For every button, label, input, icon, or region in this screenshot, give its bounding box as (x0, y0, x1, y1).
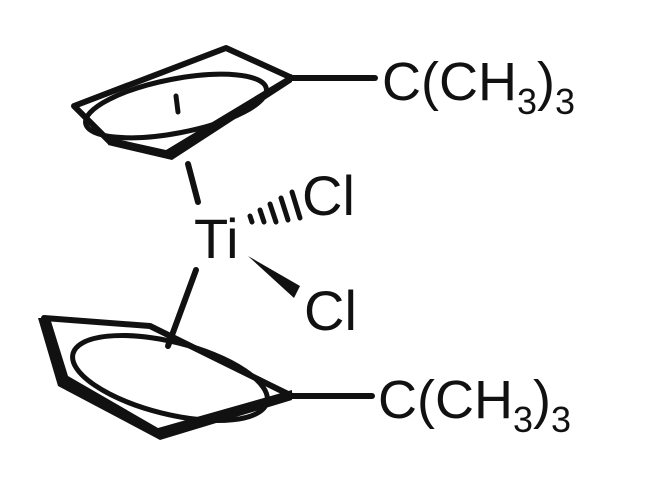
upper-cyclopentadienyl-ring (71, 45, 295, 160)
titanium-upper-chlorine-hashed-bond (247, 189, 303, 225)
titanium-upper-ring-bond (185, 161, 201, 205)
titanium-label: Ti (194, 207, 239, 270)
upper-tert-butyl-label: C(CH3)3 (382, 52, 575, 122)
upper-ring-aromatic-circle (83, 71, 269, 141)
titanium-lower-chlorine-wedge-bond (248, 256, 300, 298)
lower-ring-front-wedge (38, 318, 292, 440)
lower-chlorine-label: Cl (304, 279, 357, 342)
upper-ring-centroid-mark (173, 93, 181, 115)
lower-cyclopentadienyl-ring (38, 315, 295, 440)
lower-tert-butyl-label: C(CH3)3 (378, 370, 571, 440)
lower-ring-aromatic-circle (70, 333, 270, 423)
titanium-lower-ring-bond (165, 267, 199, 349)
upper-chlorine-label: Cl (302, 164, 355, 227)
upper-ring-back-edges (71, 45, 295, 145)
